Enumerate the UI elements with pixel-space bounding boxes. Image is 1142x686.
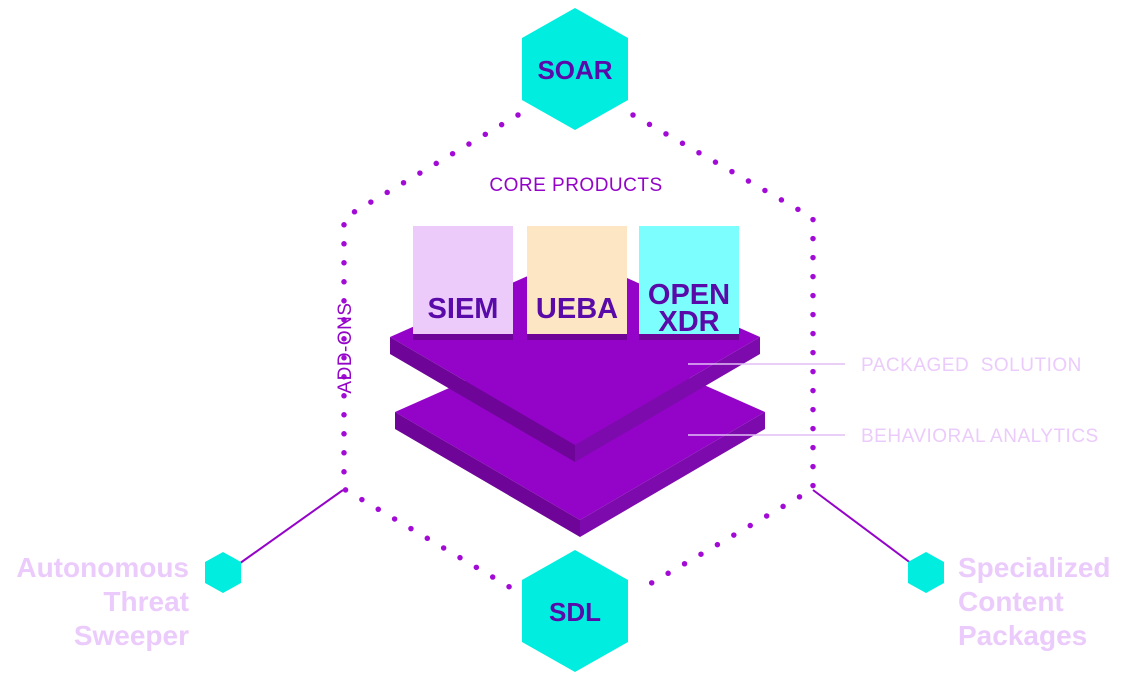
core-products-label: CORE PRODUCTS — [489, 175, 662, 196]
left-addon-label: Autonomous Threat Sweeper — [16, 552, 189, 651]
soar-hexagon — [522, 8, 628, 130]
svg-text:Specialized: Specialized — [958, 552, 1111, 583]
soar-label: SOAR — [537, 55, 612, 85]
behavioral-analytics-label: BEHAVIORAL ANALYTICS — [861, 426, 1099, 447]
sdl-node: SDL — [522, 550, 628, 672]
svg-text:Content: Content — [958, 586, 1064, 617]
svg-text:Autonomous: Autonomous — [16, 552, 189, 583]
sdl-label: SDL — [549, 597, 601, 627]
product-tile-siem: SIEM — [413, 226, 513, 340]
addons-label: ADD-ONS — [335, 302, 356, 393]
svg-text:Sweeper: Sweeper — [74, 620, 189, 651]
svg-text:Threat: Threat — [103, 586, 189, 617]
product-label-siem: SIEM — [428, 293, 499, 325]
product-tile-open-xdr: OPEN XDR — [639, 226, 739, 340]
right-connector-line — [812, 489, 913, 565]
product-label-ueba: UEBA — [536, 293, 618, 325]
svg-text:Packages: Packages — [958, 620, 1087, 651]
right-addon-label: Specialized Content Packages — [958, 552, 1111, 651]
packaged-solution-label: PACKAGED SOLUTION — [861, 355, 1082, 376]
sdl-hexagon — [522, 550, 628, 672]
product-tile-ueba: UEBA — [527, 226, 627, 340]
addons-dotted-hexagon — [341, 112, 816, 595]
right-addon-hexagon — [908, 552, 944, 593]
product-label-xdr: XDR — [658, 306, 719, 338]
soar-node: SOAR — [522, 8, 628, 130]
product-label-open: OPEN — [648, 279, 730, 311]
left-connector-line — [235, 489, 344, 567]
left-addon-hexagon — [205, 552, 241, 593]
